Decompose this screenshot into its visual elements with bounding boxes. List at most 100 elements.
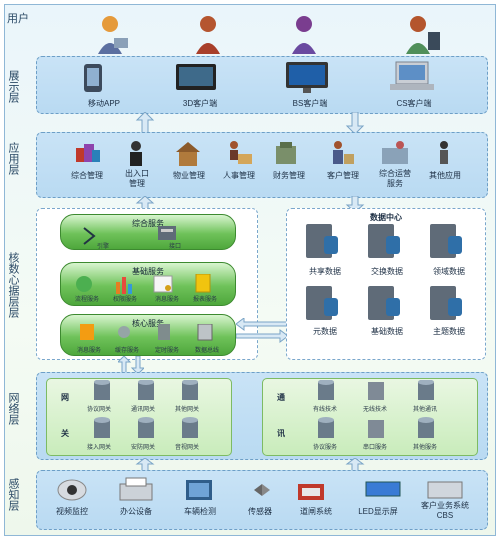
server-icon bbox=[430, 286, 462, 320]
sense-item-label: LED显示屏 bbox=[358, 507, 398, 516]
server-rack-icon bbox=[197, 324, 213, 341]
user-icon bbox=[406, 16, 440, 54]
core-item-label: 定时服务 bbox=[154, 348, 179, 354]
datacenter-item-label: 领域数据 bbox=[433, 267, 465, 276]
grid-icon bbox=[80, 324, 94, 340]
basic-item-label: 消息服务 bbox=[154, 297, 179, 303]
network-icon bbox=[118, 326, 130, 338]
operation-service-icon bbox=[382, 141, 408, 164]
display-item-label: 移动APP bbox=[87, 99, 120, 108]
sense-item-label: 道闸系统 bbox=[300, 507, 332, 516]
display-item-label: 3D客户端 bbox=[182, 99, 218, 108]
vehicle-detector-icon bbox=[186, 480, 212, 500]
arrow-up-icon bbox=[135, 112, 155, 134]
customer-management-icon bbox=[333, 141, 354, 164]
arrow-up-icon bbox=[135, 196, 155, 212]
basic-item-label: 流程服务 bbox=[74, 297, 99, 303]
server-icon bbox=[430, 224, 462, 258]
app-item-label-2: 服务 bbox=[387, 179, 403, 188]
user-icon bbox=[196, 16, 220, 54]
app-item-label: 综合运营 bbox=[379, 169, 411, 178]
comm-device-icon bbox=[318, 380, 334, 400]
app-item-label: 客户管理 bbox=[327, 171, 359, 180]
sense-item-label: CBS bbox=[436, 511, 454, 520]
display-icons bbox=[84, 61, 434, 93]
display-item-label: BS客户端 bbox=[292, 99, 328, 108]
integrated-item-label: 接口 bbox=[168, 244, 181, 250]
core-service-title: 核心服务 bbox=[132, 319, 164, 328]
entrance-management-icon bbox=[130, 141, 142, 166]
datacenter-item-label: 交换数据 bbox=[371, 267, 403, 276]
user-icon bbox=[292, 16, 316, 54]
sense-item-label: 传感器 bbox=[248, 507, 272, 516]
datacenter-icons bbox=[306, 224, 462, 320]
sense-item-label: 办公设备 bbox=[120, 507, 152, 516]
gateway-cylinder-icon bbox=[138, 417, 154, 438]
core-item-label: 数据总线 bbox=[194, 348, 219, 354]
recycle-icon bbox=[76, 276, 92, 292]
comm-item-label: 其他通讯 bbox=[412, 407, 437, 413]
gateway-item-label: 安防网关 bbox=[130, 445, 155, 451]
gateway-icons bbox=[94, 380, 198, 438]
layer-label-app: 应用层 bbox=[7, 142, 19, 175]
barrier-gate-icon bbox=[298, 484, 324, 500]
datacenter-item-label: 基础数据 bbox=[371, 327, 403, 336]
display-item-label: CS客户端 bbox=[396, 99, 432, 108]
core-item-label: 缓存服务 bbox=[114, 348, 139, 354]
gateway-item-label: 其他网关 bbox=[174, 407, 199, 413]
layer-label-sense: 感知层 bbox=[7, 478, 19, 511]
property-management-icon bbox=[176, 142, 200, 166]
database-icon bbox=[158, 324, 170, 340]
gateway-cylinder-icon bbox=[138, 380, 154, 400]
gateway-item-label: 接入网关 bbox=[86, 445, 111, 451]
sense-item-label: 视频监控 bbox=[56, 507, 88, 516]
comm-item-label: 无线技术 bbox=[362, 407, 387, 413]
led-display-icon bbox=[365, 481, 401, 497]
comm-item-label: 串口服务 bbox=[362, 445, 387, 451]
chart-icon bbox=[116, 277, 132, 294]
datacenter-title: 数据中心 bbox=[370, 213, 402, 222]
app-item-label-2: 管理 bbox=[129, 179, 145, 188]
gateway-cylinder-icon bbox=[94, 417, 110, 438]
arrow-up-icon bbox=[135, 458, 155, 472]
gateway-item-label: 协议网关 bbox=[86, 407, 111, 413]
camera-icon bbox=[57, 479, 87, 501]
user-icons bbox=[98, 16, 440, 54]
core-service-pill: 核心服务 bbox=[60, 314, 236, 356]
app-item-label: 人事管理 bbox=[223, 171, 255, 180]
layer-label-user: 用户 bbox=[7, 13, 29, 25]
printer-icon bbox=[119, 477, 153, 501]
sensor-icon bbox=[254, 484, 270, 496]
integrated-service-icons bbox=[83, 226, 176, 245]
sense-panel bbox=[36, 470, 488, 530]
datacenter-item-label: 主题数据 bbox=[433, 327, 465, 336]
sense-item-label: 客户业务系统 bbox=[421, 501, 469, 510]
3d-client-icon bbox=[176, 64, 216, 90]
comm-item-label: 其他服务 bbox=[412, 445, 437, 451]
comm-device-icon bbox=[368, 420, 384, 438]
app-item-label: 财务管理 bbox=[273, 171, 305, 180]
comm-device-icon bbox=[418, 417, 434, 438]
comm-device-icon bbox=[368, 382, 384, 400]
communication-title: 通 bbox=[277, 393, 285, 402]
communication-title: 讯 bbox=[277, 429, 285, 438]
integrated-item-label: 引擎 bbox=[96, 244, 109, 250]
comm-item-label: 协议服务 bbox=[312, 445, 337, 451]
basic-service-title: 基础服务 bbox=[132, 267, 164, 276]
server-icon bbox=[368, 286, 400, 320]
other-apps-icon bbox=[440, 141, 448, 164]
comm-device-icon bbox=[418, 380, 434, 400]
app-icons bbox=[76, 141, 448, 166]
communication-icons bbox=[318, 380, 434, 438]
interface-icon bbox=[158, 226, 176, 240]
comm-device-icon bbox=[318, 417, 334, 438]
gateway-title: 关 bbox=[61, 429, 69, 438]
arrow-up-icon bbox=[345, 458, 365, 472]
datacenter-item-label: 共享数据 bbox=[309, 267, 341, 276]
gateway-cylinder-icon bbox=[94, 380, 110, 400]
basic-item-label: 报表服务 bbox=[192, 297, 217, 303]
app-item-label: 物业管理 bbox=[173, 171, 205, 180]
layer-label-core: 核数心据层层 bbox=[7, 252, 19, 318]
core-service-icons bbox=[80, 324, 213, 341]
gateway-cylinder-icon bbox=[182, 380, 198, 400]
